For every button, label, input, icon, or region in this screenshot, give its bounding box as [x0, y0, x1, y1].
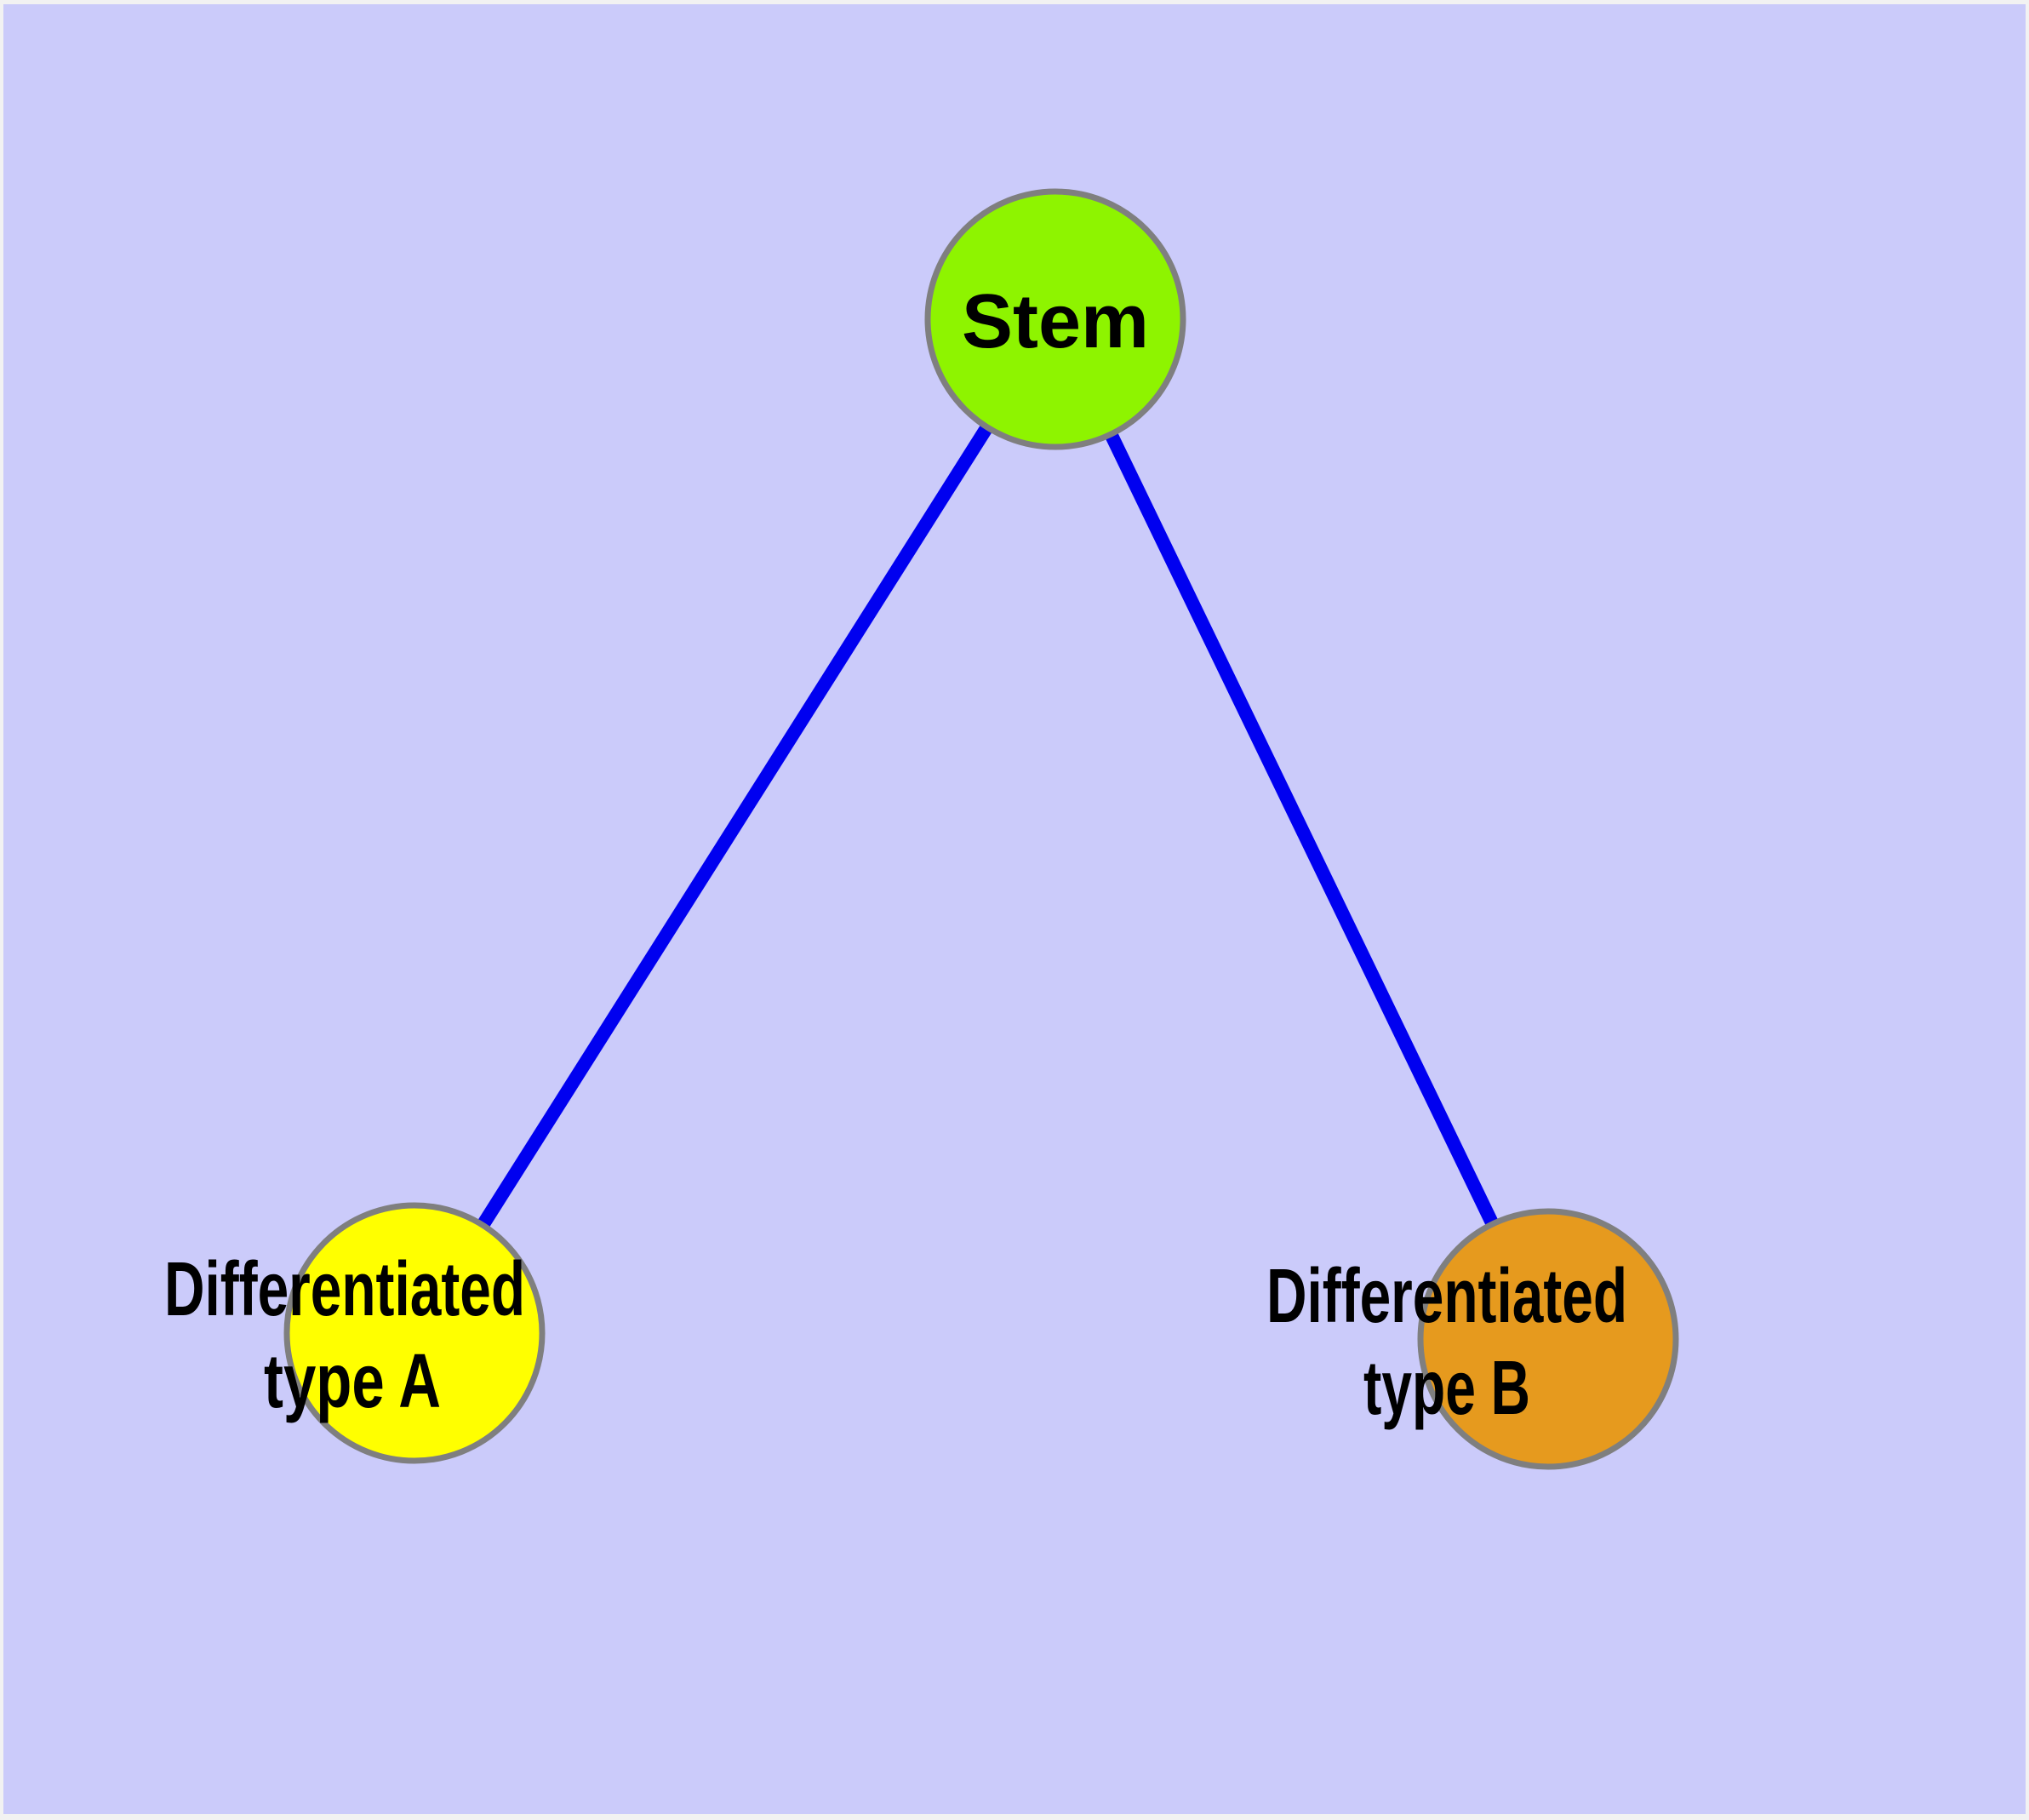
- node-type-a-label-line1: Differentiated: [164, 1247, 525, 1332]
- node-labels: Stem Differentiated type A Differentiate…: [164, 279, 1627, 1431]
- node-differentiated-type-a: [283, 1202, 546, 1464]
- edge-stem-to-type-a: [409, 315, 1061, 1337]
- edge-stem-to-type-b: [1049, 316, 1555, 1342]
- node-stem: [924, 188, 1186, 450]
- node-stem-label: Stem: [962, 279, 1149, 364]
- edges: [409, 315, 1555, 1342]
- node-type-b-label-line2: type B: [1363, 1346, 1530, 1431]
- node-differentiated-type-b: [1417, 1208, 1679, 1470]
- nodes: [283, 188, 1679, 1470]
- node-type-b-label-line1: Differentiated: [1266, 1254, 1627, 1339]
- node-type-a-label-line2: type A: [264, 1339, 441, 1424]
